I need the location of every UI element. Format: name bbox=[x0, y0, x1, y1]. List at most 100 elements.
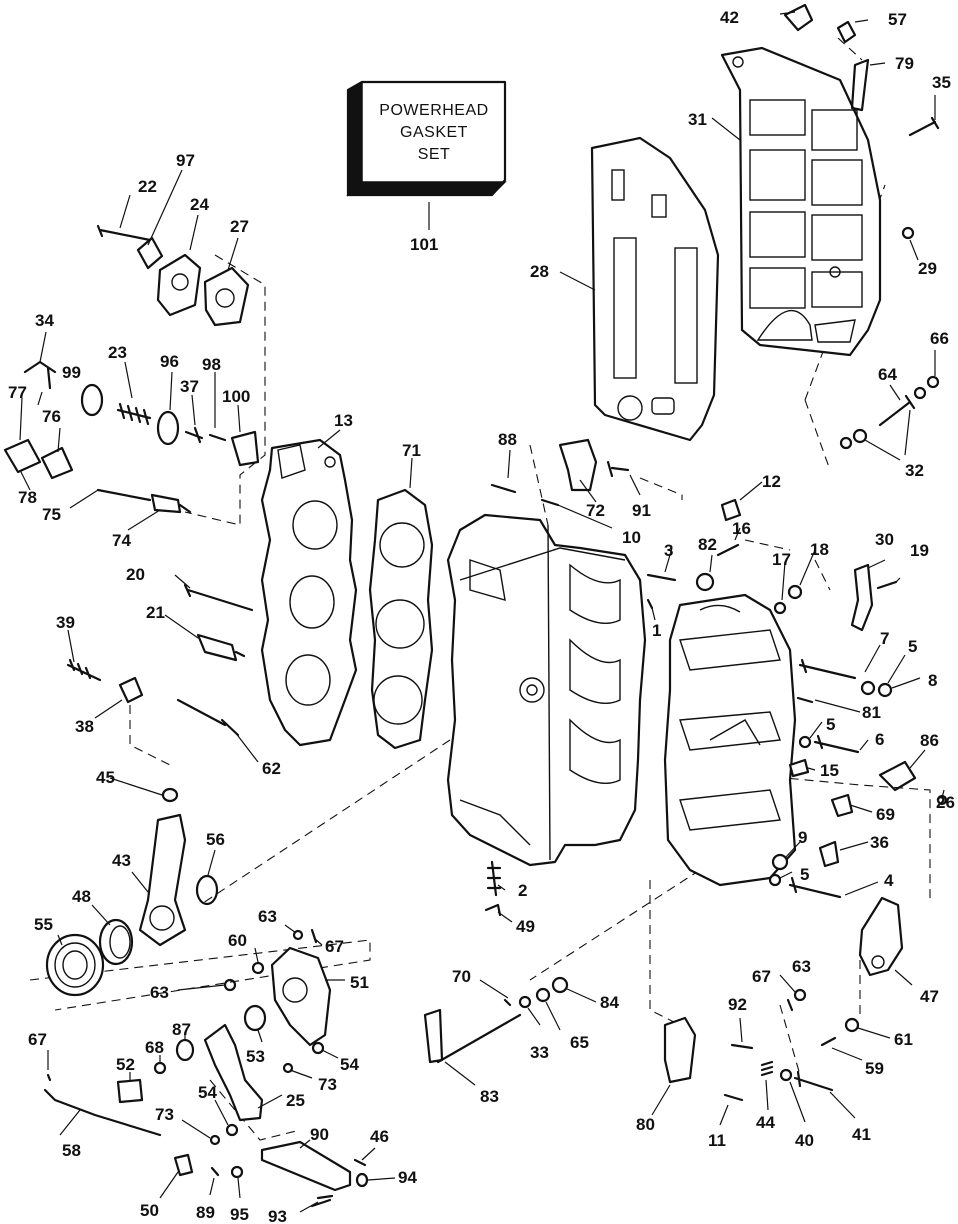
callout-82: 82 bbox=[698, 535, 717, 554]
callout-4: 4 bbox=[884, 871, 894, 890]
callout-18: 18 bbox=[810, 540, 829, 559]
callout-41: 41 bbox=[852, 1125, 871, 1144]
callout-5-c: 5 bbox=[800, 865, 809, 884]
gasket-set-line-3: SET bbox=[418, 146, 451, 163]
callout-44: 44 bbox=[756, 1113, 775, 1132]
callout-84: 84 bbox=[600, 993, 619, 1012]
callout-59: 59 bbox=[865, 1059, 884, 1078]
callout-94: 94 bbox=[398, 1168, 417, 1187]
callout-25: 25 bbox=[286, 1091, 305, 1110]
callout-78: 78 bbox=[18, 488, 37, 507]
callout-34: 34 bbox=[35, 311, 54, 330]
callout-32: 32 bbox=[905, 461, 924, 480]
callout-98: 98 bbox=[202, 355, 221, 374]
callout-80: 80 bbox=[636, 1115, 655, 1134]
callout-5: 5 bbox=[908, 637, 917, 656]
callout-39: 39 bbox=[56, 613, 75, 632]
callout-71: 71 bbox=[402, 441, 421, 460]
exhaust-cover-gasket bbox=[590, 136, 720, 442]
callout-101: 101 bbox=[410, 235, 438, 254]
callout-10: 10 bbox=[622, 528, 641, 547]
callout-54: 54 bbox=[340, 1055, 359, 1074]
callout-19: 19 bbox=[910, 541, 929, 560]
callout-77: 77 bbox=[8, 383, 27, 402]
cylinder-head bbox=[260, 438, 358, 747]
callout-64: 64 bbox=[878, 365, 897, 384]
callout-35: 35 bbox=[932, 73, 951, 92]
callout-20: 20 bbox=[126, 565, 145, 584]
callout-74: 74 bbox=[112, 531, 131, 550]
callout-56: 56 bbox=[206, 830, 225, 849]
callout-46: 46 bbox=[370, 1127, 389, 1146]
head-gasket bbox=[368, 488, 434, 750]
callout-52: 52 bbox=[116, 1055, 135, 1074]
callout-43: 43 bbox=[112, 851, 131, 870]
callout-53: 53 bbox=[246, 1047, 265, 1066]
callout-24: 24 bbox=[190, 195, 209, 214]
callout-87: 87 bbox=[172, 1020, 191, 1039]
callout-3: 3 bbox=[664, 541, 673, 560]
callout-5-b: 5 bbox=[826, 715, 835, 734]
callout-81: 81 bbox=[862, 703, 881, 722]
callout-7: 7 bbox=[880, 629, 889, 648]
callout-50: 50 bbox=[140, 1201, 159, 1220]
callout-96: 96 bbox=[160, 352, 179, 371]
callout-26: 26 bbox=[936, 793, 955, 812]
callout-45: 45 bbox=[96, 768, 115, 787]
callout-15: 15 bbox=[820, 761, 839, 780]
callout-97: 97 bbox=[176, 151, 195, 170]
callout-47: 47 bbox=[920, 987, 939, 1006]
cylinder-block bbox=[446, 513, 647, 867]
callout-40: 40 bbox=[795, 1131, 814, 1150]
callout-37: 37 bbox=[180, 377, 199, 396]
callout-61: 61 bbox=[894, 1030, 913, 1049]
callout-2: 2 bbox=[518, 881, 527, 900]
callout-69: 69 bbox=[876, 805, 895, 824]
callout-93: 93 bbox=[268, 1207, 287, 1224]
callout-95: 95 bbox=[230, 1205, 249, 1224]
callout-12: 12 bbox=[762, 472, 781, 491]
callout-6: 6 bbox=[875, 730, 884, 749]
callout-55: 55 bbox=[34, 915, 53, 934]
exhaust-cover bbox=[720, 46, 882, 357]
callout-90: 90 bbox=[310, 1125, 329, 1144]
callout-42: 42 bbox=[720, 8, 739, 27]
callout-63-c: 63 bbox=[792, 957, 811, 976]
callout-21: 21 bbox=[146, 603, 165, 622]
callout-48: 48 bbox=[72, 887, 91, 906]
callout-23: 23 bbox=[108, 343, 127, 362]
callout-99: 99 bbox=[62, 363, 81, 382]
gasket-set-line-1: POWERHEAD bbox=[379, 102, 488, 119]
gasket-set-line-2: GASKET bbox=[400, 124, 468, 141]
callout-75: 75 bbox=[42, 505, 61, 524]
callout-73: 73 bbox=[318, 1075, 337, 1094]
callout-67-c: 67 bbox=[28, 1030, 47, 1049]
callout-65: 65 bbox=[570, 1033, 589, 1052]
callout-58: 58 bbox=[62, 1141, 81, 1160]
callout-9: 9 bbox=[798, 828, 807, 847]
callout-100: 100 bbox=[222, 387, 250, 406]
callout-17: 17 bbox=[772, 550, 791, 569]
crankcase bbox=[663, 593, 797, 887]
small-parts bbox=[3, 3, 948, 1208]
callout-68: 68 bbox=[145, 1038, 164, 1057]
callout-27: 27 bbox=[230, 217, 249, 236]
callout-22: 22 bbox=[138, 177, 157, 196]
callout-66: 66 bbox=[930, 329, 949, 348]
callout-49: 49 bbox=[516, 917, 535, 936]
callout-13: 13 bbox=[334, 411, 353, 430]
callout-31: 31 bbox=[688, 110, 707, 129]
callout-70: 70 bbox=[452, 967, 471, 986]
callout-67-b: 67 bbox=[752, 967, 771, 986]
callout-91: 91 bbox=[632, 501, 651, 520]
callout-30: 30 bbox=[875, 530, 894, 549]
callout-76: 76 bbox=[42, 407, 61, 426]
callout-83: 83 bbox=[480, 1087, 499, 1106]
callout-62: 62 bbox=[262, 759, 281, 778]
callout-29: 29 bbox=[918, 259, 937, 278]
callout-79: 79 bbox=[895, 54, 914, 73]
callout-51: 51 bbox=[350, 973, 369, 992]
callout-92: 92 bbox=[728, 995, 747, 1014]
callout-67: 67 bbox=[325, 937, 344, 956]
